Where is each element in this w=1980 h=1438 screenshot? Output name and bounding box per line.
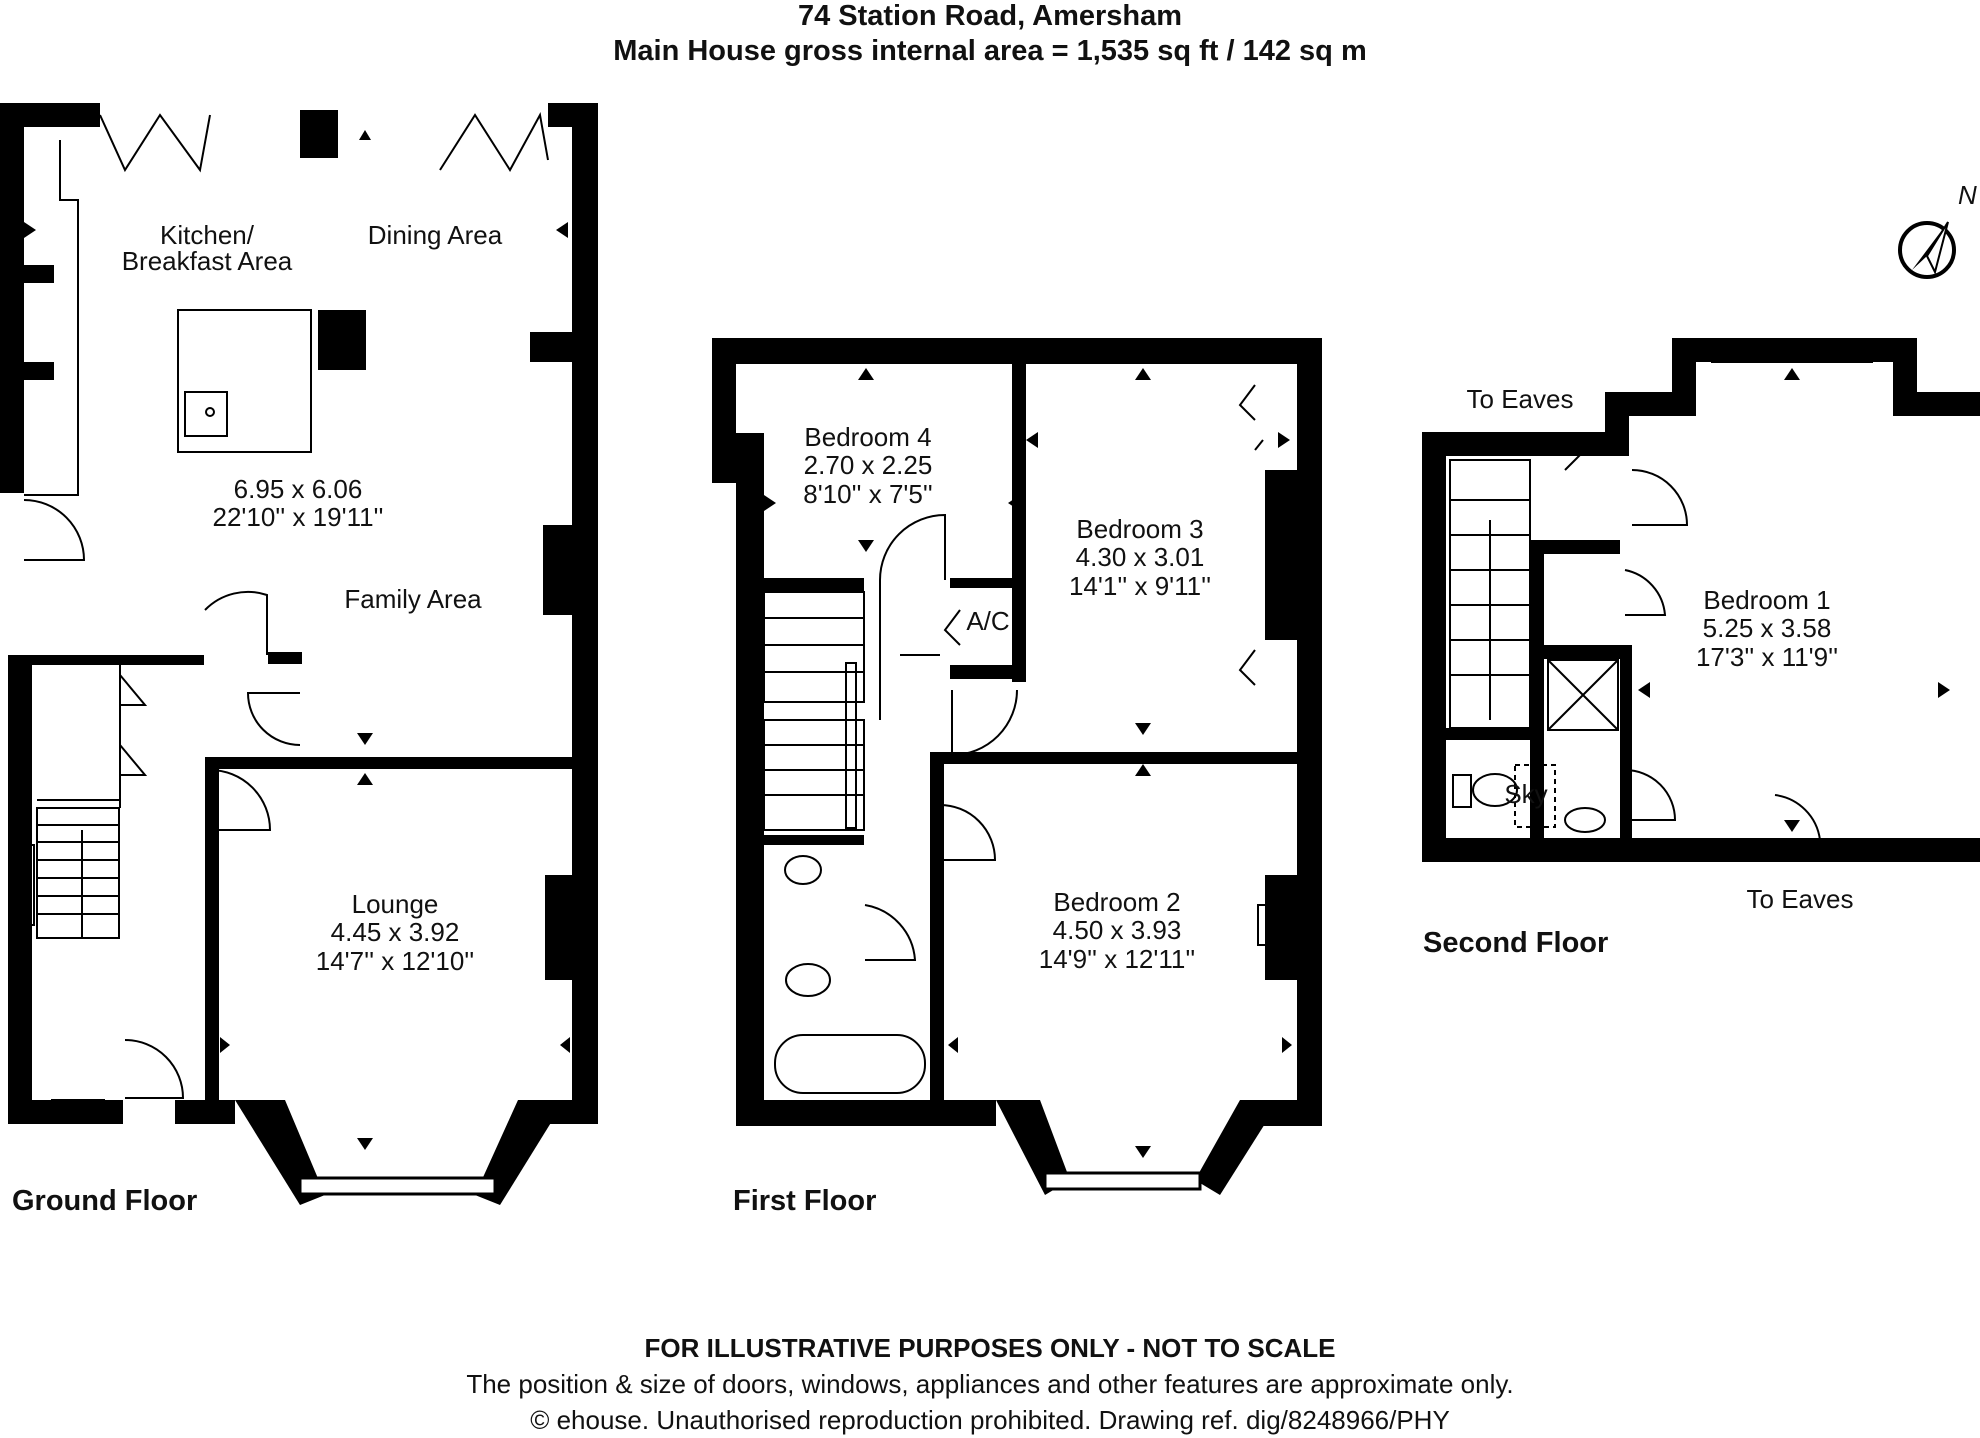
page-title: 74 Station Road, Amersham [797,0,1183,32]
bedroom-3-imperial: 14'1'' x 9'11'' [1069,571,1211,601]
dining-label: Dining Area [368,220,503,250]
lounge-metric: 4.45 x 3.92 [331,917,460,947]
bedroom-4-label: Bedroom 4 [804,422,931,452]
copyright-note: © ehouse. Unauthorised reproduction proh… [530,1405,1450,1435]
ground-floor-plan: Kitchen/ Breakfast Area Dining Area 6.95… [0,103,598,1205]
ground-floor-walls [0,103,598,1205]
lounge-imperial: 14'7'' x 12'10'' [316,946,474,976]
second-floor-label: Second Floor [1423,927,1609,959]
eaves-top-label: To Eaves [1467,384,1574,414]
bedroom-3-label: Bedroom 3 [1076,514,1203,544]
eaves-bottom-label: To Eaves [1747,884,1854,914]
second-floor-plan: To Eaves To Eaves Sky Bedroom 1 5.25 x 3… [1422,338,1980,914]
bedroom-2-metric: 4.50 x 3.93 [1053,915,1182,945]
bedroom-2-label: Bedroom 2 [1053,887,1180,917]
north-label: N [1958,180,1977,210]
disclaimer-heading: FOR ILLUSTRATIVE PURPOSES ONLY - NOT TO … [644,1333,1336,1363]
gross-area: Main House gross internal area = 1,535 s… [613,35,1367,67]
first-floor-label: First Floor [733,1185,877,1217]
bedroom-3-metric: 4.30 x 3.01 [1076,542,1205,572]
skylight-label: Sky [1504,779,1547,809]
bedroom-1-imperial: 17'3'' x 11'9'' [1696,642,1838,672]
family-label: Family Area [344,584,482,614]
bedroom-1-label: Bedroom 1 [1703,585,1830,615]
bedroom-4-imperial: 8'10'' x 7'5'' [803,479,933,509]
kitchen-label: Kitchen/ [160,220,255,250]
kitchen-label-2: Breakfast Area [122,246,293,276]
bedroom-1-metric: 5.25 x 3.58 [1703,613,1832,643]
north-arrow-icon: N [1898,180,1977,279]
open-plan-imperial: 22'10'' x 19'11'' [213,502,384,532]
ground-floor-label: Ground Floor [12,1185,198,1217]
disclaimer-note: The position & size of doors, windows, a… [466,1369,1514,1399]
bedroom-4-metric: 2.70 x 2.25 [804,450,933,480]
open-plan-metric: 6.95 x 6.06 [234,474,363,504]
bedroom-2-imperial: 14'9'' x 12'11'' [1039,944,1196,974]
first-floor-plan: Bedroom 4 2.70 x 2.25 8'10'' x 7'5'' Bed… [712,338,1322,1195]
airing-cupboard-label: A/C [966,606,1009,636]
lounge-label: Lounge [352,889,439,919]
